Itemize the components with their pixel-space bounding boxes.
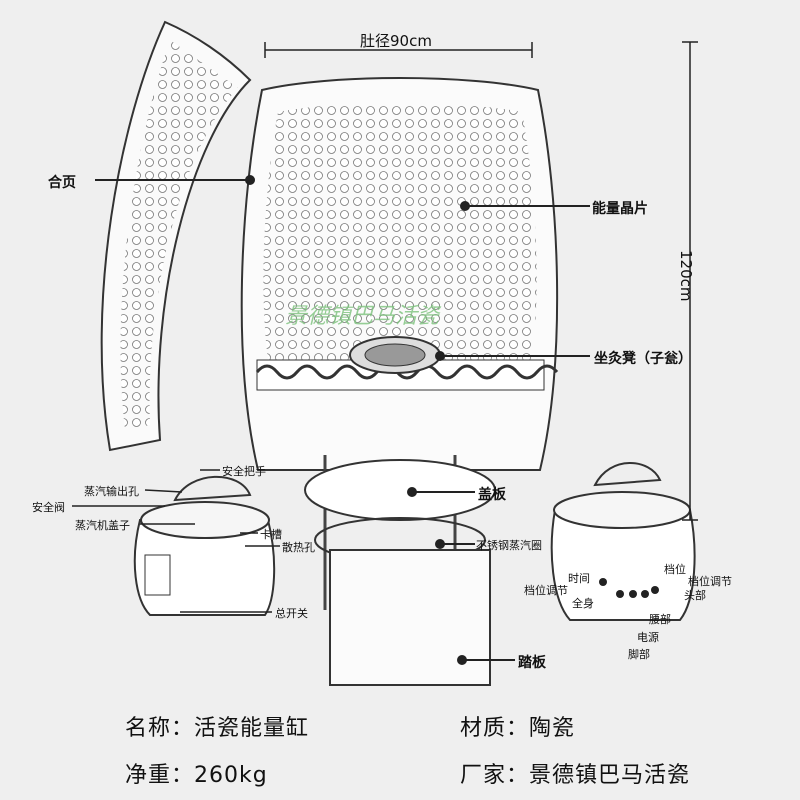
lid-label: 盖板 xyxy=(478,487,506,503)
vent-label: 散热孔 xyxy=(282,541,315,554)
gear-adjust-left-label: 档位调节 xyxy=(524,584,568,597)
pedal-label: 踏板 xyxy=(518,655,546,671)
head-label: 头部 xyxy=(684,589,706,602)
steam-outlet-label: 蒸汽输出孔 xyxy=(84,485,139,498)
spec-name: 名称：活瓷能量缸 xyxy=(125,716,310,741)
steamer-lid-label: 蒸汽机盖子 xyxy=(75,519,130,532)
vessel-body xyxy=(240,77,559,471)
gear-adjust-right-label: 档位调节 xyxy=(688,575,732,588)
foot-label: 脚部 xyxy=(628,648,650,661)
door-panel xyxy=(100,20,252,452)
steamer-unit xyxy=(133,475,276,616)
height-dimension-label: 120cm xyxy=(677,250,695,302)
watermark: 景德镇巴马活瓷 xyxy=(285,304,440,329)
control-unit xyxy=(550,462,696,621)
pedal-box xyxy=(329,549,491,686)
spec-weight: 净重：260kg xyxy=(125,763,268,788)
crystal-label: 能量晶片 xyxy=(592,201,648,217)
waist-label: 腰部 xyxy=(649,613,671,626)
power-label: 电源 xyxy=(637,631,659,644)
steam-ring-label: 不锈钢蒸汽圈 xyxy=(476,539,542,552)
spec-maker: 厂家：景德镇巴马活瓷 xyxy=(460,763,691,788)
width-dimension-label: 肚径90cm xyxy=(360,32,432,50)
full-body-label: 全身 xyxy=(572,597,594,610)
hinge-label: 合页 xyxy=(48,175,76,191)
time-label: 时间 xyxy=(568,572,590,585)
dimension-lines xyxy=(264,41,698,521)
seat-label: 坐灸凳（子瓮） xyxy=(594,351,692,367)
safety-handle-label: 安全把手 xyxy=(222,465,266,478)
main-switch-label: 总开关 xyxy=(275,607,308,620)
steamer-leaders xyxy=(72,469,280,613)
gear-label: 档位 xyxy=(664,563,686,576)
spec-material: 材质：陶瓷 xyxy=(460,716,576,741)
slot-label: 卡槽 xyxy=(260,528,282,541)
safety-valve-label: 安全阀 xyxy=(32,501,65,514)
callout-lines xyxy=(95,175,590,665)
